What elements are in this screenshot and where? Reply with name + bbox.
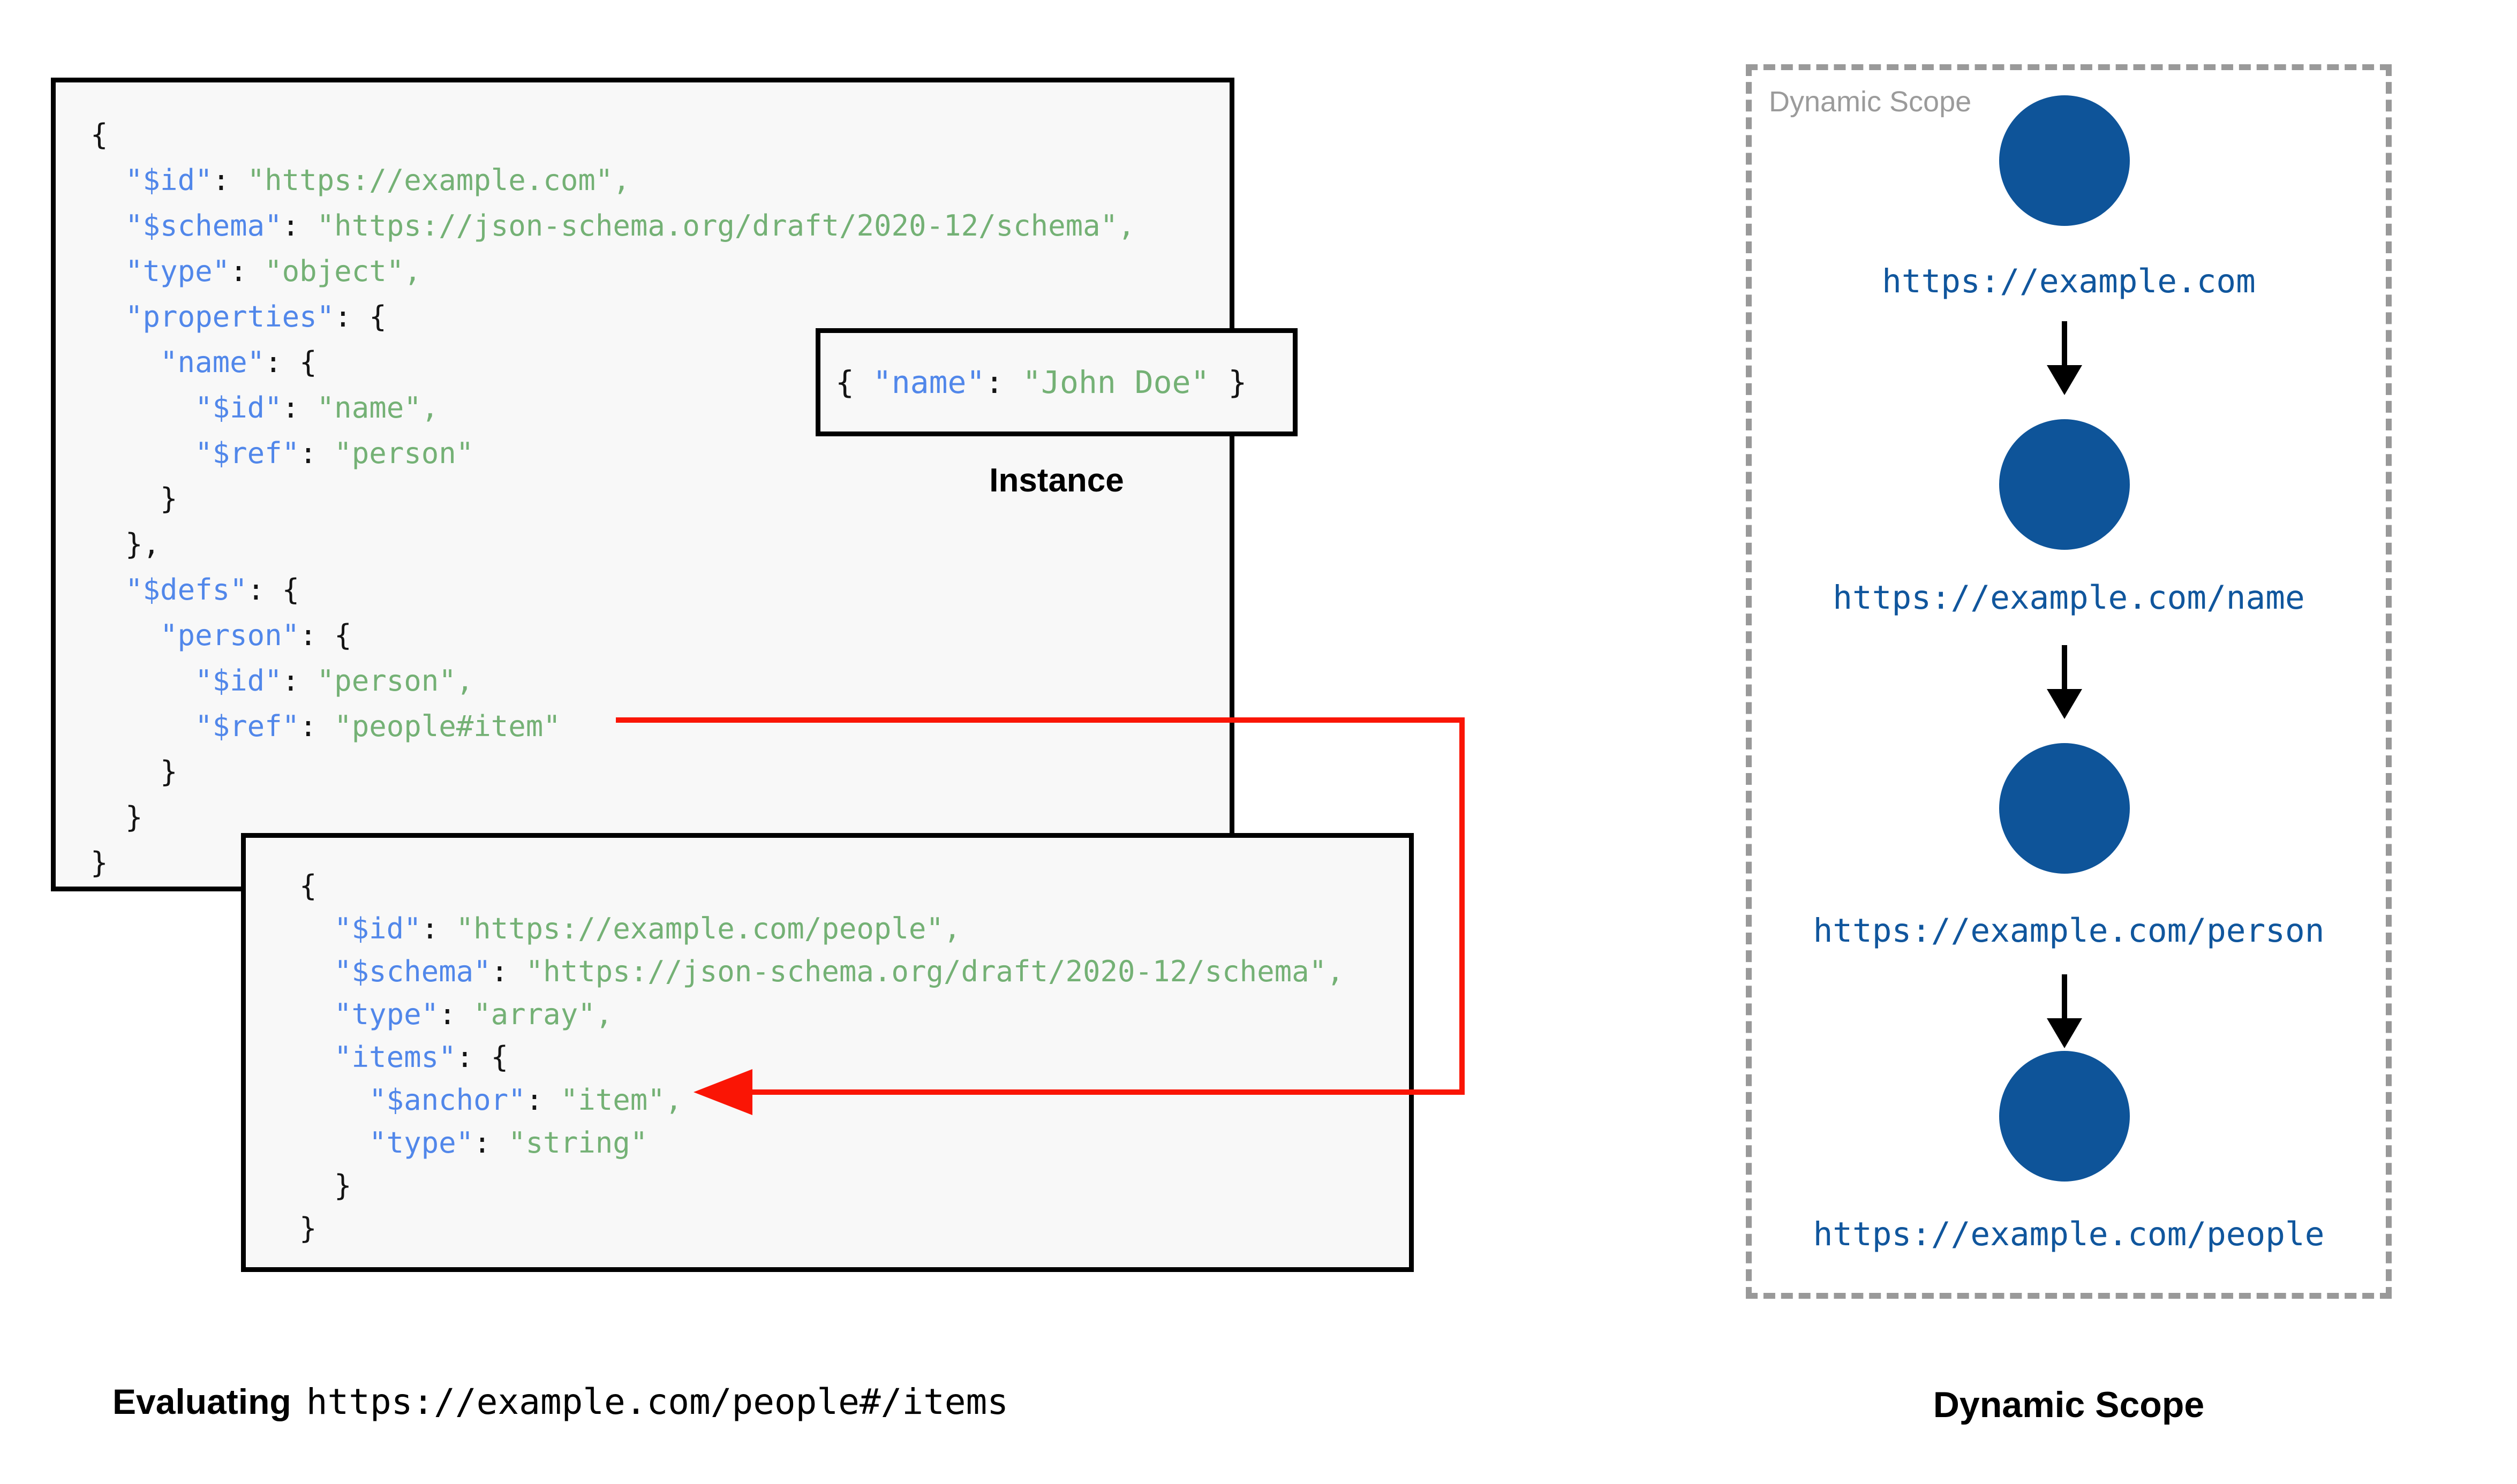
scope-node-circle-2 [1999, 419, 2130, 550]
scope-node-url-4: https://example.com/people [1813, 1215, 2325, 1253]
schema-people-box: { "$id": "https://example.com/people", "… [241, 833, 1414, 1272]
instance-box: { "name": "John Doe" } [816, 328, 1298, 436]
evaluating-uri: https://example.com/people#/items [306, 1381, 1009, 1422]
scope-node-circle-4 [1999, 1051, 2130, 1182]
dynamic-scope-frame-label: Dynamic Scope [1769, 86, 1972, 118]
dynamic-scope-caption: Dynamic Scope [1933, 1384, 2205, 1425]
evaluating-prefix: Evaluating [112, 1382, 291, 1421]
instance-caption: Instance [989, 462, 1124, 499]
scope-node-url-3: https://example.com/person [1813, 912, 2325, 950]
dynamic-scope-frame: Dynamic Scope [1746, 64, 2392, 1299]
evaluating-line: Evaluating https://example.com/people#/it… [112, 1381, 1008, 1422]
schema-people-code: { "$id": "https://example.com/people", "… [299, 869, 1344, 1245]
instance-code: { "name": "John Doe" } [835, 364, 1247, 400]
schema-main-code: { "$id": "https://example.com", "$schema… [91, 118, 1135, 880]
scope-node-circle-3 [1999, 743, 2130, 874]
scope-node-circle-1 [1999, 95, 2130, 226]
scope-node-url-1: https://example.com [1882, 262, 2256, 300]
scope-node-url-2: https://example.com/name [1833, 579, 2305, 617]
